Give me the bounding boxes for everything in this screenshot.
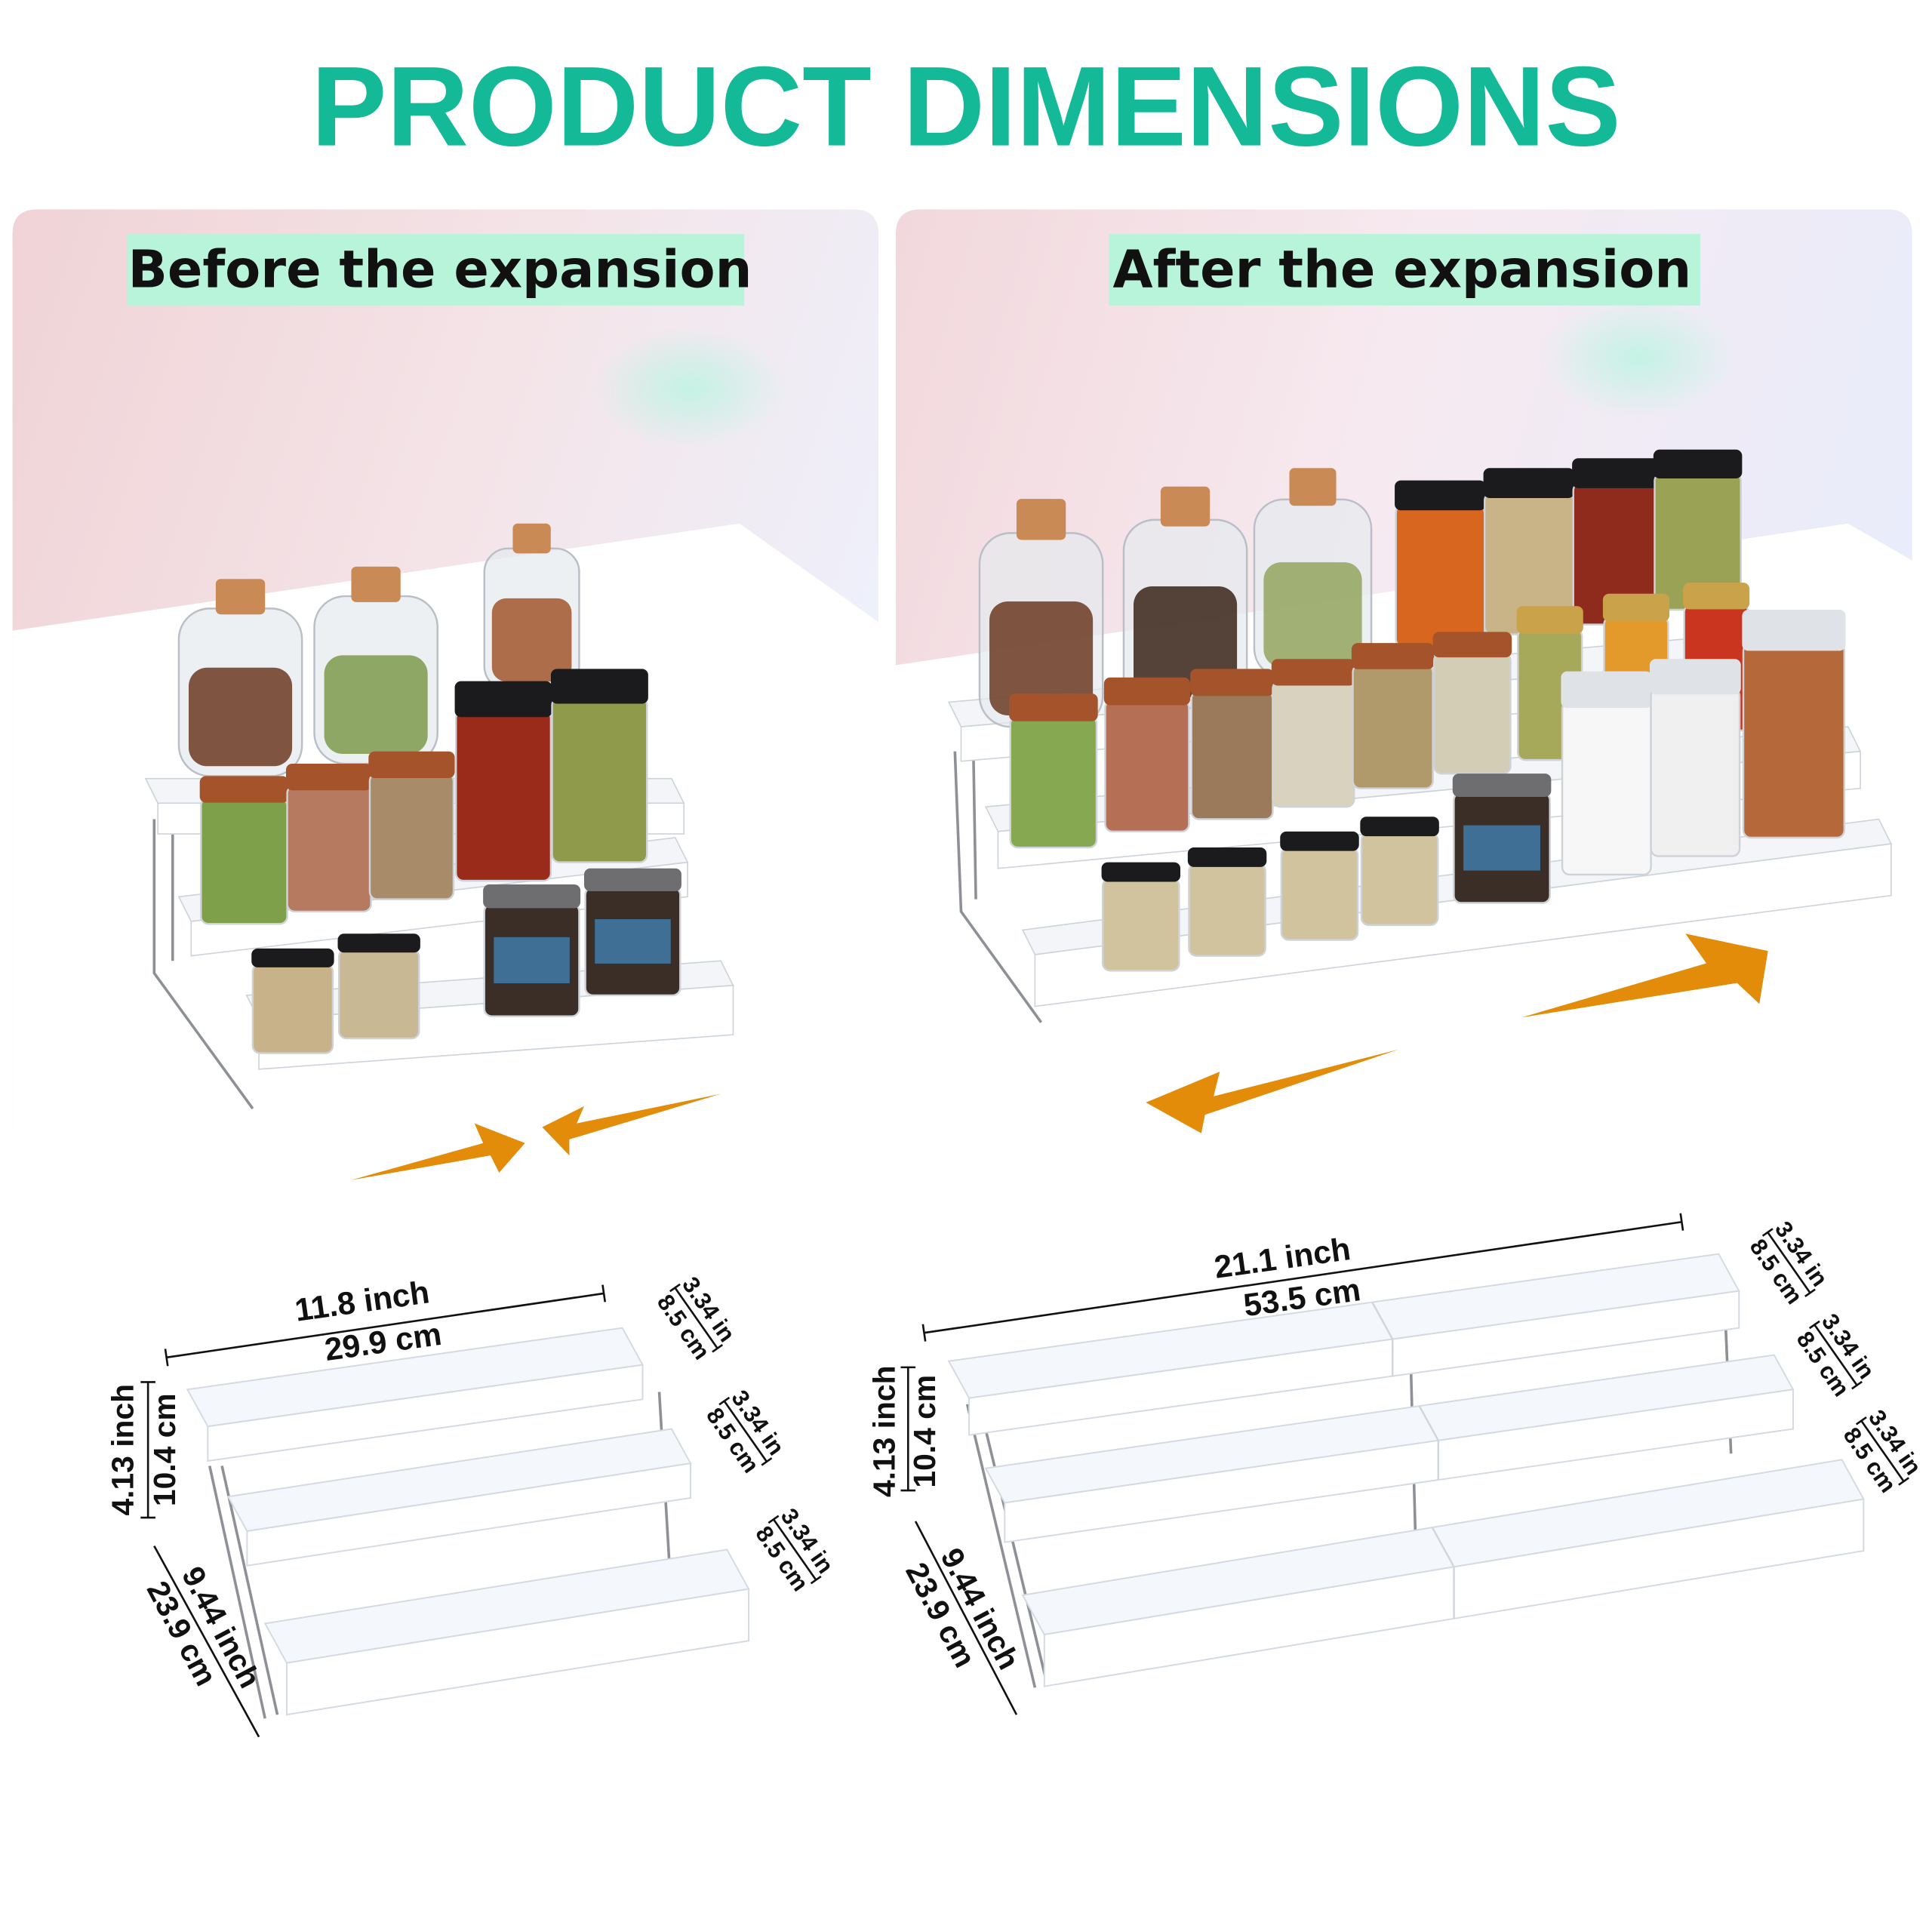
arrow-right-icon	[351, 1123, 525, 1180]
shelf-tray	[984, 1354, 1795, 1543]
after-spice-rack	[947, 449, 1893, 1023]
wood-jar	[1009, 693, 1098, 849]
arrow-right-icon	[1521, 933, 1768, 1018]
shelf-depth-dimension: 3.34 in8.5 cm	[701, 1386, 789, 1478]
wood-jar	[1103, 677, 1191, 833]
after-dimension-diagram: 21.1 inch 53.5 cm 4.13 inch 10.4 cm 9.44…	[866, 1213, 1927, 1715]
clear-jar	[1649, 659, 1741, 857]
after-panel: After the expansion	[895, 209, 1912, 1232]
clear-jar	[1742, 610, 1846, 839]
shelf-depth-dimension: 3.34 in8.5 cm	[750, 1503, 838, 1596]
black-jar	[1483, 468, 1575, 635]
shelf-tray	[186, 1327, 645, 1462]
wood-jar	[368, 751, 455, 900]
shelf-tray	[263, 1549, 750, 1716]
black-jar	[251, 948, 334, 1054]
glass-jar	[483, 523, 580, 691]
black-jar	[337, 933, 420, 1040]
clear-jar	[1561, 671, 1653, 876]
after-label-box	[1109, 234, 1700, 306]
wood-jar	[1271, 659, 1355, 808]
page-title: PRODUCT DIMENSIONS	[311, 43, 1620, 170]
black-jar	[550, 669, 648, 863]
arrow-left-icon	[1146, 1049, 1398, 1133]
wood-jar	[199, 776, 289, 925]
black-jar	[1280, 831, 1359, 941]
metal-jar	[483, 884, 581, 1017]
wood-jar	[1351, 643, 1435, 789]
shelf-depth-dimension: 3.34 in8.5 cm	[652, 1272, 740, 1364]
shelf-tray	[226, 1428, 692, 1567]
metal-jar	[583, 868, 681, 997]
height-cm: 10.4 cm	[907, 1375, 942, 1488]
shelf-depth-dimension: 3.34 in8.5 cm	[1792, 1309, 1880, 1401]
shelf-tray	[1021, 1459, 1865, 1687]
shelf-tray	[947, 1253, 1740, 1436]
height-inch: 4.13 inch	[866, 1365, 901, 1497]
before-dimension-diagram: 11.8 inch 29.9 cm 4.13 inch 10.4 cm 9.44…	[106, 1272, 839, 1738]
before-spice-rack	[144, 523, 734, 1110]
compress-arrows	[351, 1093, 721, 1180]
height-cm: 10.4 cm	[147, 1393, 182, 1506]
black-jar	[1395, 480, 1486, 648]
metal-jar	[1452, 774, 1552, 904]
wood-jar	[1432, 632, 1512, 775]
expand-arrows	[1146, 933, 1768, 1133]
before-label: Before the expansion	[128, 239, 752, 300]
wood-jar	[1190, 669, 1275, 820]
arrow-left-icon	[542, 1093, 721, 1156]
before-label-box	[127, 234, 745, 306]
glass-jar	[313, 566, 438, 765]
black-jar	[454, 681, 552, 882]
black-jar	[1101, 862, 1181, 972]
black-jar	[1187, 847, 1267, 957]
after-label: After the expansion	[1112, 239, 1691, 300]
glass-jar	[1253, 468, 1373, 679]
before-panel: Before the expansion	[12, 209, 879, 1232]
height-inch: 4.13 inch	[106, 1384, 140, 1516]
wood-jar	[285, 764, 373, 913]
glass-jar	[978, 499, 1104, 728]
black-jar	[1360, 817, 1439, 927]
